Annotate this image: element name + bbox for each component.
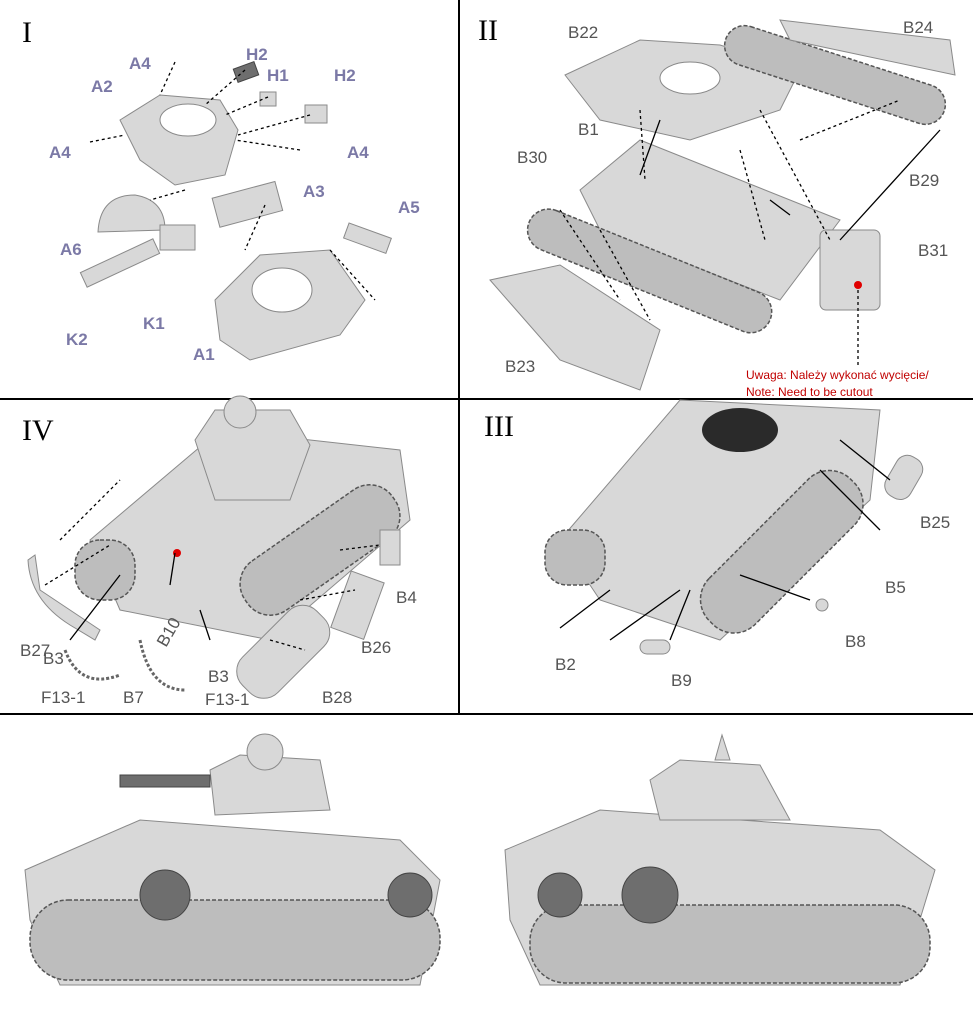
part-label: B25: [920, 513, 950, 532]
part-label: A1: [193, 345, 215, 364]
part-label: B28: [322, 688, 352, 707]
part-label: H1: [267, 66, 289, 85]
panel-title-iv: IV: [22, 414, 54, 447]
part-label: A3: [303, 182, 325, 201]
panel-i-turret-parts: [79, 61, 392, 361]
part-label: B1: [578, 120, 599, 139]
panel-iii-labels: B25 B5 B8 B2 B9: [555, 513, 950, 690]
panel-iii-front-assembly: [544, 399, 924, 655]
part-label: B23: [505, 357, 535, 376]
panel-title-iii: III: [484, 410, 514, 443]
panel-dividers: [0, 0, 973, 715]
part-label: F13-1: [205, 690, 249, 709]
part-label: B7: [123, 688, 144, 707]
part-label: B27: [20, 641, 50, 660]
part-label: B9: [671, 671, 692, 690]
cutout-note-english: Note: Need to be cutout: [746, 385, 873, 399]
part-label: F13-1: [41, 688, 85, 707]
part-label: B3: [208, 667, 229, 686]
panel-ii-labels: B22 B24 B1 B30 B29 B31 B23 Uwaga: Należy…: [505, 18, 948, 399]
part-label: A5: [398, 198, 420, 217]
part-label: B24: [903, 18, 933, 37]
part-label: B3: [43, 649, 64, 668]
panel-ii-hull-parts: [489, 19, 956, 391]
part-label: A4: [347, 143, 369, 162]
part-label: A4: [129, 54, 151, 73]
render-front-three-quarter: [24, 733, 441, 986]
panel-iv-labels: B27 B4 B26 B3 B10 B3 F13-1 B7 F13-1 B28: [20, 588, 417, 709]
part-label: B5: [885, 578, 906, 597]
part-label: K2: [66, 330, 88, 349]
panel-iv-rear-assembly: [27, 395, 411, 699]
part-label: A2: [91, 77, 113, 96]
part-label: A4: [49, 143, 71, 162]
part-label: H2: [334, 66, 356, 85]
part-label: B8: [845, 632, 866, 651]
part-label: B29: [909, 171, 939, 190]
part-label: B4: [396, 588, 417, 607]
panel-title-i: I: [22, 16, 32, 49]
part-label: B31: [918, 241, 948, 260]
part-label: B2: [555, 655, 576, 674]
cutout-note-polish: Uwaga: Należy wykonać wycięcie/: [746, 368, 929, 382]
part-label: B22: [568, 23, 598, 42]
part-label: B26: [361, 638, 391, 657]
panel-title-ii: II: [478, 14, 498, 47]
part-label: B30: [517, 148, 547, 167]
part-label: K1: [143, 314, 165, 333]
panel-i-labels: A4 H2 A2 H1 H2 A4 A4 A3 A5 A6 K1 K2 A1: [49, 45, 420, 364]
part-label: H2: [246, 45, 268, 64]
render-rear-three-quarter: [504, 733, 936, 986]
part-label: A6: [60, 240, 82, 259]
